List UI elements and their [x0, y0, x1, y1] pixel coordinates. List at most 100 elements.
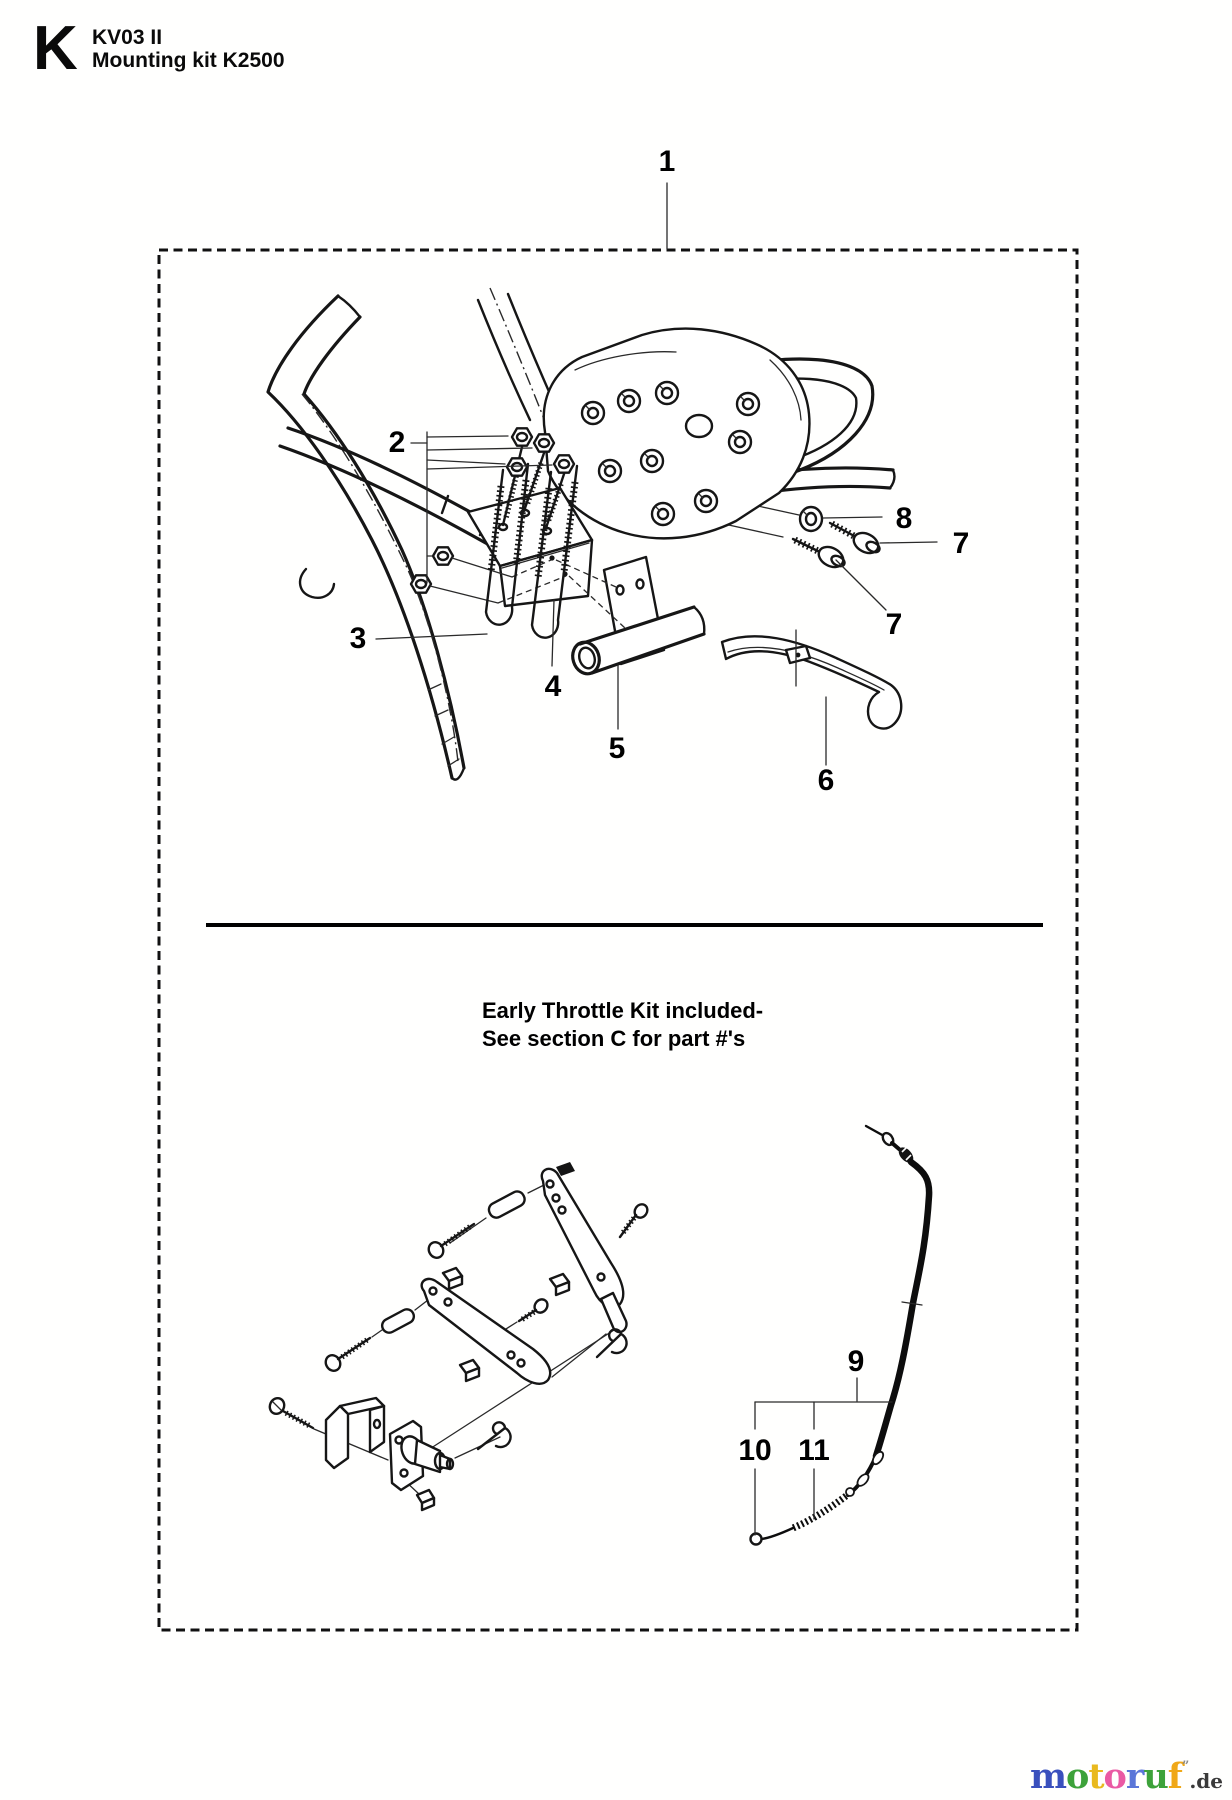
clamp-screw — [268, 1396, 315, 1430]
guard-centerline — [301, 393, 459, 763]
logo-letter: u — [1143, 1756, 1168, 1797]
clamp-tube — [571, 605, 707, 676]
page-title: Mounting kit K2500 — [92, 49, 285, 72]
callout-5: 5 — [609, 664, 626, 765]
callout-7-lower-leader — [835, 559, 887, 611]
socket-bolt — [580, 400, 606, 426]
square-nut — [548, 1272, 571, 1297]
callout-4: 4 — [545, 599, 562, 703]
hex-nut — [409, 574, 433, 594]
spacer — [380, 1308, 416, 1334]
guard-hatching — [427, 683, 460, 767]
cable-housing — [872, 1158, 933, 1460]
watermark-logo: motoruf”.de — [1030, 1759, 1223, 1794]
callout-2-label: 2 — [389, 426, 406, 459]
logo-letter: m — [1029, 1756, 1067, 1797]
motor-port-hole — [684, 413, 714, 439]
callout-8-label: 8 — [896, 502, 913, 535]
cap-screw-upper — [828, 520, 881, 555]
figure-border — [157, 248, 1079, 1632]
square-nut — [458, 1358, 481, 1383]
cable-spring — [791, 1493, 849, 1532]
flange-bolt — [549, 555, 555, 561]
square-nut-bottom — [415, 1488, 436, 1512]
bolt-top-right — [618, 1203, 649, 1239]
bolt-with-spacer-mid — [324, 1308, 416, 1372]
hold-down-bracket — [720, 629, 903, 730]
strut-centerline — [489, 287, 547, 425]
logo-letter: r — [1125, 1756, 1144, 1797]
socket-bolt — [693, 488, 719, 514]
throttle-kit-drawing: 9 10 11 — [268, 1124, 933, 1546]
callout-3-label: 3 — [350, 622, 367, 655]
cable-wire-end — [864, 1124, 886, 1138]
callout-1: 1 — [659, 145, 676, 250]
hex-nut — [552, 454, 576, 474]
throttle-cable — [749, 1124, 933, 1546]
socket-bolt — [735, 391, 761, 417]
callout-10-label: 10 — [738, 1434, 771, 1467]
strut-edge — [476, 298, 532, 422]
callout-9-label: 9 — [848, 1345, 865, 1378]
throttle-arm-upper — [540, 1162, 628, 1334]
socket-bolt — [639, 448, 665, 474]
hex-nut — [532, 433, 556, 453]
flange-nuts — [409, 427, 576, 604]
callout-11-label: 11 — [798, 1434, 830, 1467]
spacer — [487, 1190, 526, 1219]
logo-letter: o — [1065, 1756, 1089, 1797]
logo-letter: t — [1088, 1756, 1104, 1797]
square-nut — [441, 1266, 464, 1291]
frame-hook — [298, 567, 336, 599]
cap-screw-lower — [791, 536, 846, 569]
cable-fitting — [871, 1450, 885, 1466]
callout-3: 3 — [350, 622, 488, 655]
callout-7-lower: 7 — [835, 559, 903, 641]
mounting-kit-drawing: 2 3 4 5 6 — [266, 287, 969, 797]
hex-nut — [431, 546, 455, 566]
trunnion-pivot — [388, 1419, 455, 1492]
logo-letter: f — [1167, 1756, 1183, 1797]
cable-fitting — [845, 1487, 855, 1497]
callout-6-label: 6 — [818, 764, 835, 797]
bolt-with-spacer-top — [427, 1190, 526, 1259]
cable-tick — [901, 1301, 923, 1306]
callout-2: 2 — [389, 426, 553, 584]
socket-bolt — [727, 429, 753, 455]
motor-bolts — [580, 380, 761, 527]
logo-letter: o — [1103, 1756, 1127, 1797]
sleeve-mark — [440, 494, 450, 515]
cable-end-ball — [749, 1532, 763, 1546]
hex-nut — [505, 457, 529, 477]
model-code: KV03 II — [92, 26, 163, 49]
callout-7-upper-leader — [879, 541, 938, 544]
u-bolts — [484, 462, 579, 639]
small-screw — [517, 1298, 549, 1323]
callout-4-label: 4 — [545, 670, 562, 703]
socket-bolt — [597, 458, 623, 484]
callout-5-label: 5 — [609, 732, 626, 765]
socket-bolt — [616, 388, 642, 414]
leader-line — [568, 575, 626, 629]
callout-4-leader — [551, 599, 555, 667]
header-titles: KV03 II Mounting kit K2500 — [92, 26, 285, 72]
throttle-arm-lower — [420, 1277, 552, 1385]
logo-mark: ” — [1181, 1759, 1190, 1774]
logo-suffix: .de — [1189, 1769, 1223, 1793]
callout-1-label: 1 — [659, 145, 676, 178]
cable-fitting — [856, 1473, 870, 1487]
motor-block — [542, 327, 811, 540]
nut — [556, 1162, 575, 1176]
section-letter: K — [33, 14, 78, 83]
socket-bolt — [654, 380, 680, 406]
callout-7-lower-label: 7 — [886, 608, 903, 641]
hitch-pin-right — [595, 1328, 628, 1359]
callout-8: 8 — [822, 502, 913, 535]
handlebar-bottom — [278, 444, 514, 560]
callout-3-leader — [375, 633, 488, 640]
callout-7-upper: 7 — [879, 527, 969, 560]
hex-nut — [510, 427, 534, 447]
u-clamp — [324, 1396, 386, 1470]
